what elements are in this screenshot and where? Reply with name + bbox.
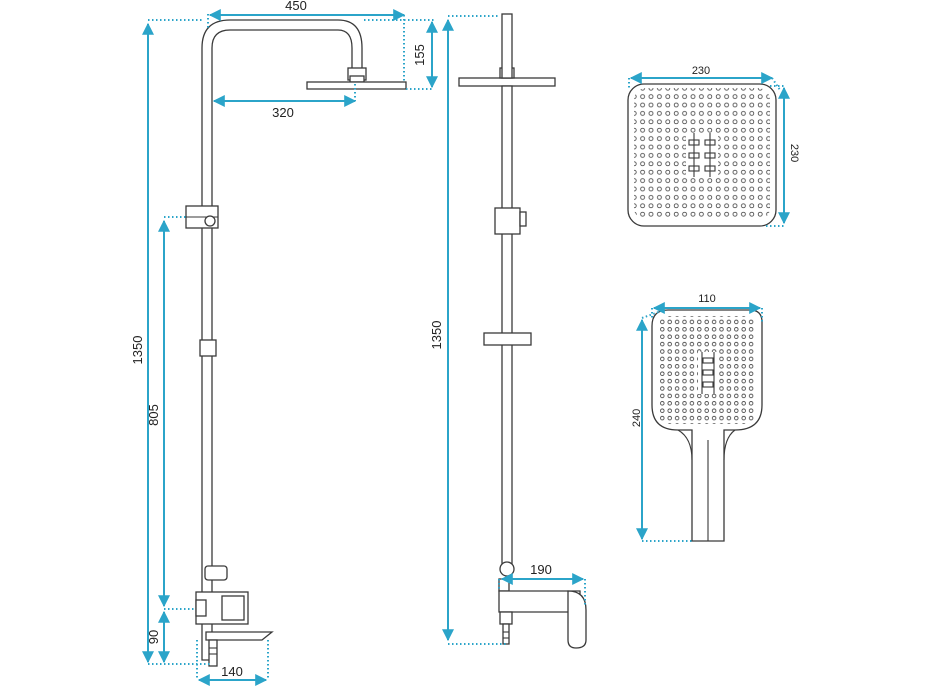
overhead-shower-top-view: 230 230 xyxy=(627,65,800,227)
dim-label-holder-height: 805 xyxy=(146,404,161,426)
overhead-center-mark xyxy=(686,133,718,177)
dim-label-overhead-depth: 230 xyxy=(788,144,800,162)
side-overhead-plate xyxy=(458,77,556,87)
dim-label-hand-length: 240 xyxy=(631,409,643,427)
dim-label-overhead-width: 230 xyxy=(692,65,710,77)
dim-label-total-height: 1350 xyxy=(130,336,145,365)
side-spout xyxy=(567,590,587,649)
mixer-cartridge xyxy=(221,595,245,621)
dim-label-arm-reach: 320 xyxy=(272,105,294,120)
hand-shower-view: 110 240 xyxy=(631,293,763,542)
side-view: 1350 190 xyxy=(429,13,587,649)
dim-label-arm-width: 450 xyxy=(285,0,307,13)
side-hand-holder xyxy=(494,207,521,235)
side-holder-knob xyxy=(519,211,527,227)
dim-label-hand-width: 110 xyxy=(698,293,716,305)
dim-label-head-drop: 155 xyxy=(412,44,427,66)
water-inlet xyxy=(208,639,218,667)
dim-label-valve-height: 90 xyxy=(146,630,161,644)
side-shelf xyxy=(483,332,532,346)
head-nut xyxy=(349,75,365,83)
hand-center-mark xyxy=(698,352,718,394)
side-hose-outlet xyxy=(499,561,515,577)
side-valve-neck xyxy=(498,578,510,592)
dim-label-spout-reach: 190 xyxy=(530,562,552,577)
dim-label-side-height: 1350 xyxy=(429,321,444,350)
side-inlet xyxy=(502,623,510,645)
side-riser-pipe xyxy=(501,85,513,567)
bath-spout xyxy=(205,631,274,641)
front-view: 450 155 320 1350 805 90 140 xyxy=(130,0,438,686)
side-inlet-nut xyxy=(499,611,513,625)
holder-knob xyxy=(204,215,216,227)
overhead-shower-plate xyxy=(306,81,407,90)
dim-label-valve-width: 140 xyxy=(221,664,243,679)
side-riser-top xyxy=(501,13,513,79)
hose-outlet xyxy=(204,565,228,581)
pipe-clamp xyxy=(199,339,217,357)
valve-side-cap xyxy=(195,599,207,617)
